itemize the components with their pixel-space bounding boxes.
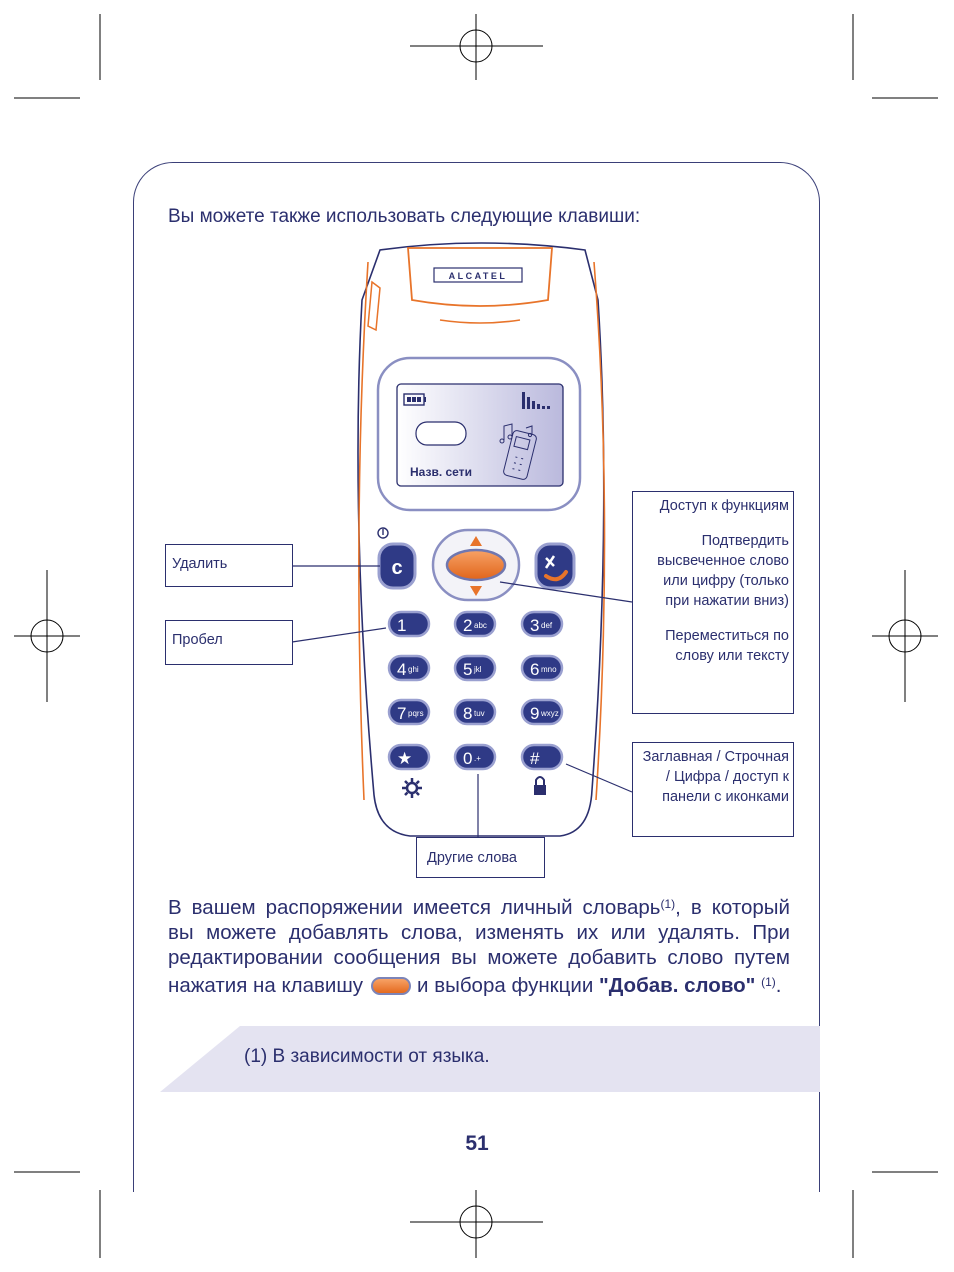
battery-icon: [403, 393, 426, 406]
footnote: (1) В зависимости от языка.: [244, 1046, 490, 1067]
key-letters: tuv: [474, 709, 485, 718]
network-name: Назв. сети: [410, 465, 472, 479]
key-10[interactable]: ★: [387, 743, 431, 771]
navigation-key[interactable]: [431, 528, 521, 602]
key-label: ★: [397, 749, 412, 768]
page-frame: [133, 162, 820, 1192]
brand-logo: ALCATEL: [449, 271, 508, 281]
key-letters: wxyz: [540, 709, 559, 718]
callout-hash-key: Заглавная / Строчная / Цифра / доступ к …: [632, 742, 794, 837]
function-name: "Добав. слово": [598, 974, 756, 997]
page-number: 51: [465, 1132, 489, 1155]
callout-navigation: Доступ к функциям Подтвердить высвеченно…: [632, 491, 794, 714]
call-key[interactable]: [534, 542, 576, 590]
key-label: 2: [463, 616, 472, 635]
intro-text: Вы можете также использовать следующие к…: [168, 206, 641, 227]
key-11[interactable]: 0.+: [453, 743, 497, 771]
callout-space: Пробел: [165, 620, 293, 665]
nav-description-access: Доступ к функциям: [659, 498, 789, 514]
music-phone-icon: [499, 423, 537, 480]
key-letters: mno: [541, 665, 557, 674]
key-1[interactable]: 1: [387, 610, 431, 638]
phone-illustration: ALCATEL Назв. сети c: [357, 242, 606, 837]
key-label: 9: [530, 704, 539, 723]
lock-icon: [534, 776, 546, 795]
key-label: 4: [397, 660, 406, 679]
svg-text:c: c: [391, 557, 402, 579]
nav-description-confirm: Подтвердить высвеченное слово или цифру …: [657, 533, 789, 609]
footnote-band: [160, 1026, 820, 1092]
key-label: 3: [530, 616, 539, 635]
key-label: 0: [463, 749, 472, 768]
key-letters: .+: [474, 754, 481, 763]
key-letters: def: [541, 621, 553, 630]
key-12[interactable]: #: [520, 743, 564, 771]
key-letters: abc: [474, 621, 487, 630]
callout-delete: Удалить: [165, 544, 293, 587]
body-paragraph: В вашем распоряжении имеется личный слов…: [168, 896, 790, 997]
key-label: 1: [397, 616, 406, 635]
nav-key-icon: [371, 977, 412, 995]
nav-description-move: Переместиться по слову или тексту: [665, 628, 789, 664]
key-letters: ghi: [408, 665, 419, 674]
key-label: #: [530, 749, 540, 768]
key-label: 7: [397, 704, 406, 723]
settings-icon: [402, 778, 422, 798]
key-letters: pqrs: [408, 709, 424, 718]
key-label: 8: [463, 704, 472, 723]
key-letters: jkl: [473, 665, 482, 674]
key-label: 5: [463, 660, 472, 679]
key-label: 6: [530, 660, 539, 679]
signal-icon: [522, 392, 550, 409]
callout-other-words: Другие слова: [416, 837, 545, 878]
